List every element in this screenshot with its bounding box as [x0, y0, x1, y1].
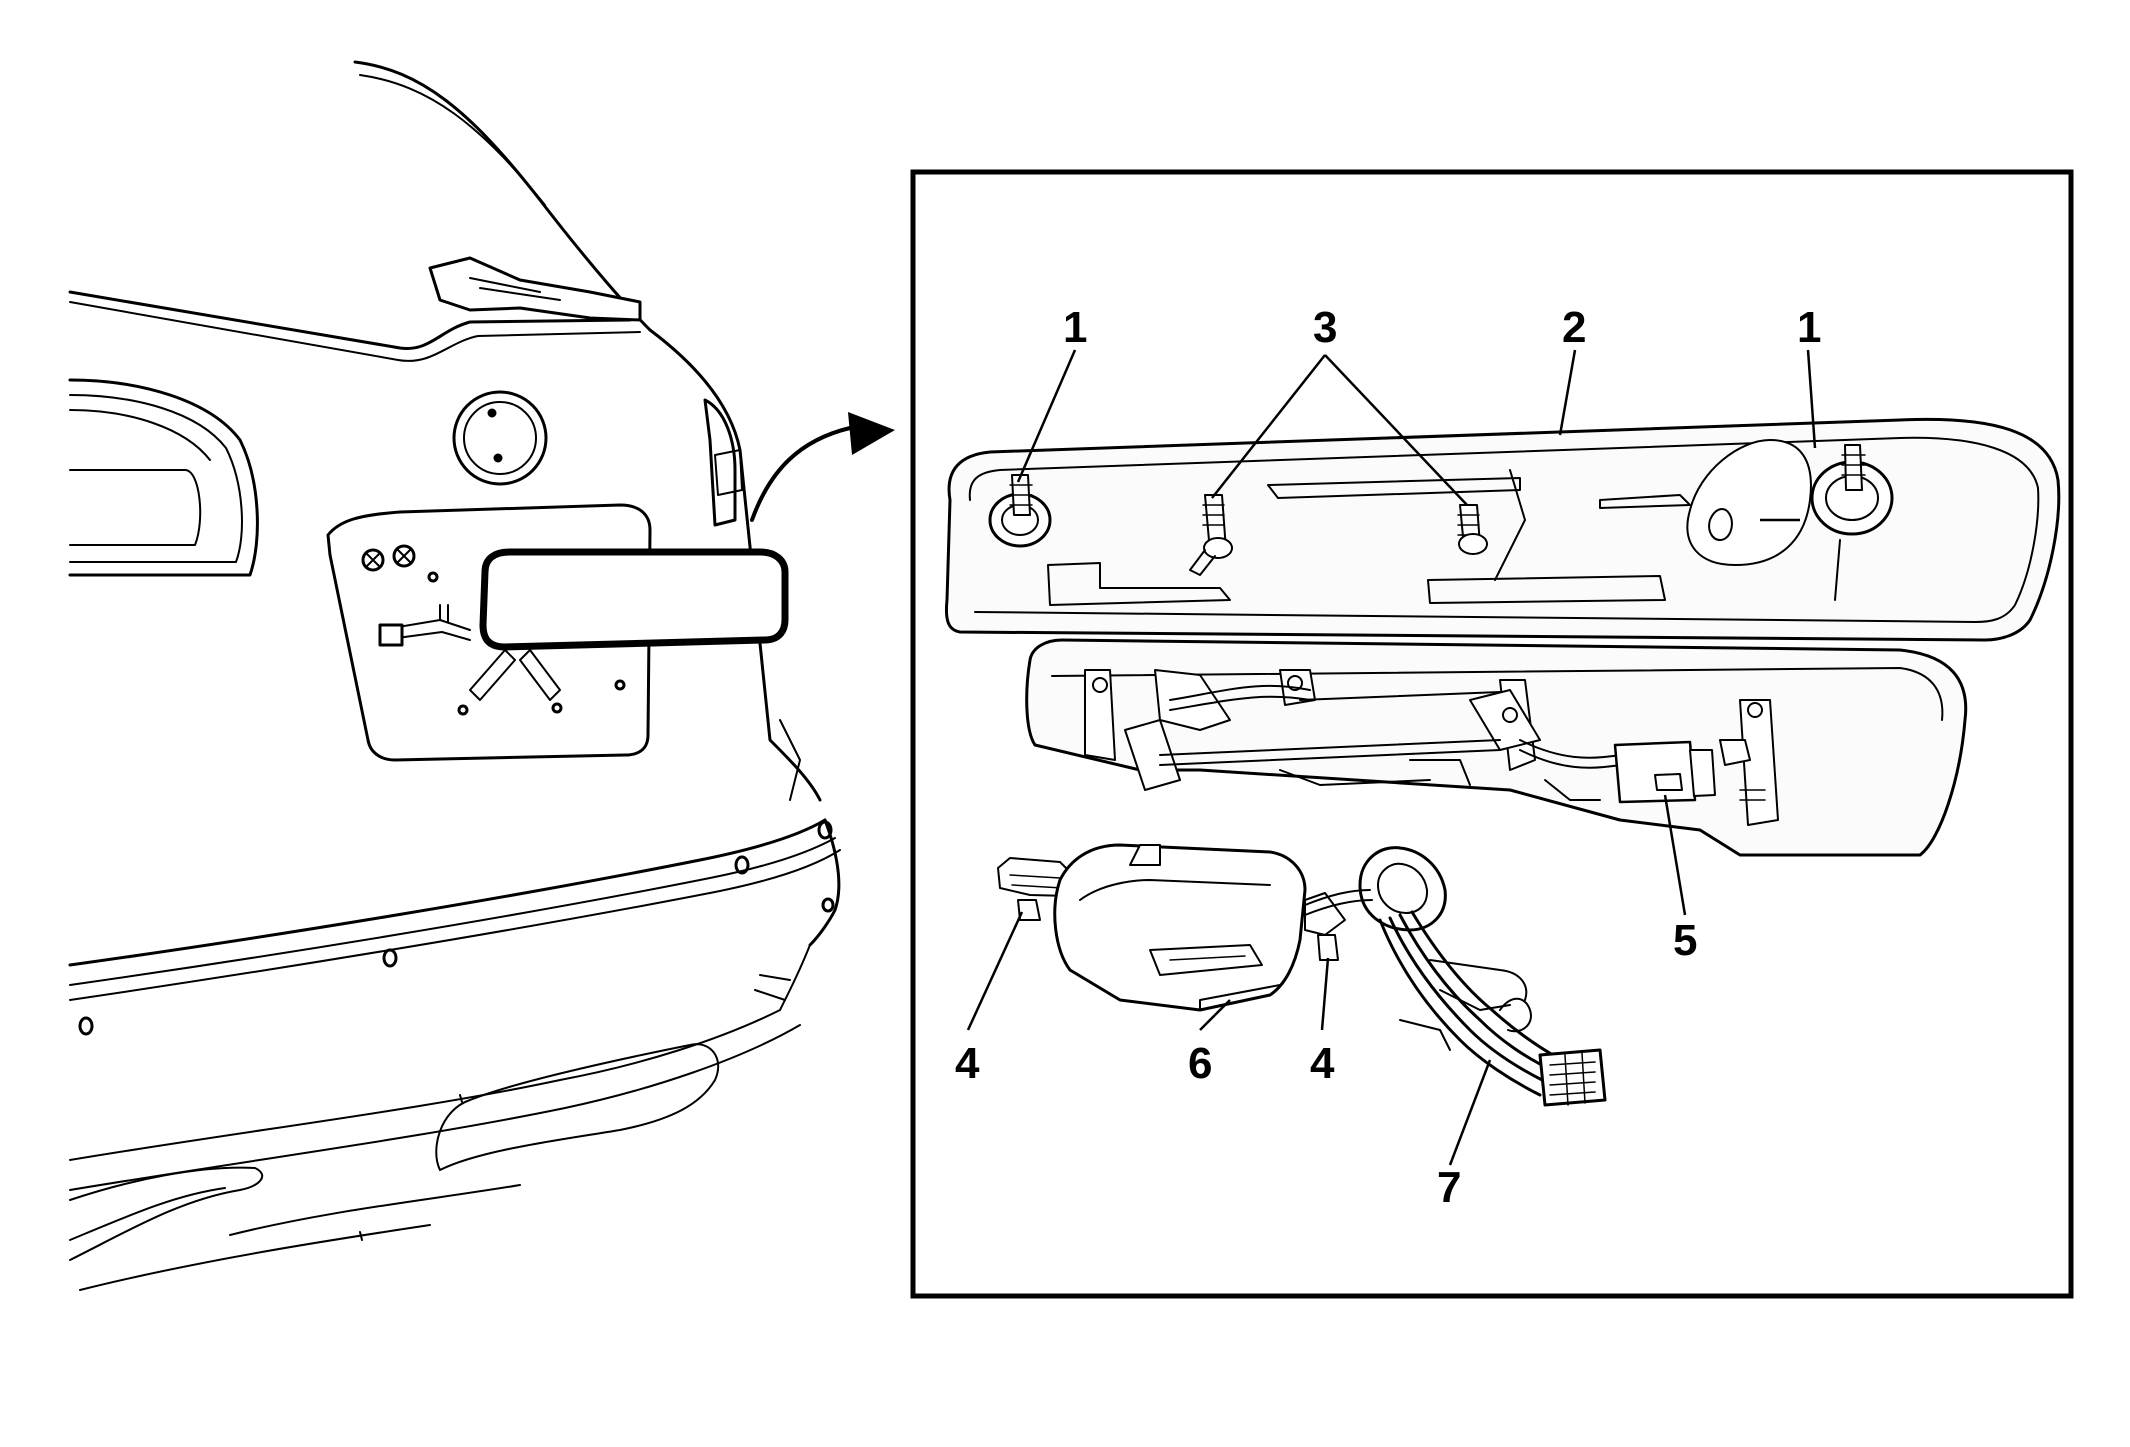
vehicle-rear-view: [68, 60, 852, 1291]
callout-4-right: 4: [1310, 1039, 1335, 1088]
callout-3: 3: [1313, 303, 1337, 352]
callout-labels: 1 3 2 1 5 4 6 4 7: [955, 303, 1821, 1212]
callout-1-left: 1: [1063, 303, 1087, 352]
callout-1-right: 1: [1797, 303, 1821, 352]
callout-4-left: 4: [955, 1039, 980, 1088]
lamp-switch-and-harness: [997, 843, 1607, 1107]
applique-assembly: [944, 417, 2061, 642]
callout-6: 6: [1188, 1039, 1212, 1088]
callout-2: 2: [1562, 303, 1586, 352]
transfer-arrow-head: [848, 412, 895, 455]
leader-lines: [966, 349, 1817, 1166]
detail-inset-frame: [910, 169, 2074, 1299]
callout-7: 7: [1437, 1163, 1461, 1212]
callout-5: 5: [1673, 916, 1697, 965]
applique-housing-with-harness: [1025, 638, 1968, 857]
